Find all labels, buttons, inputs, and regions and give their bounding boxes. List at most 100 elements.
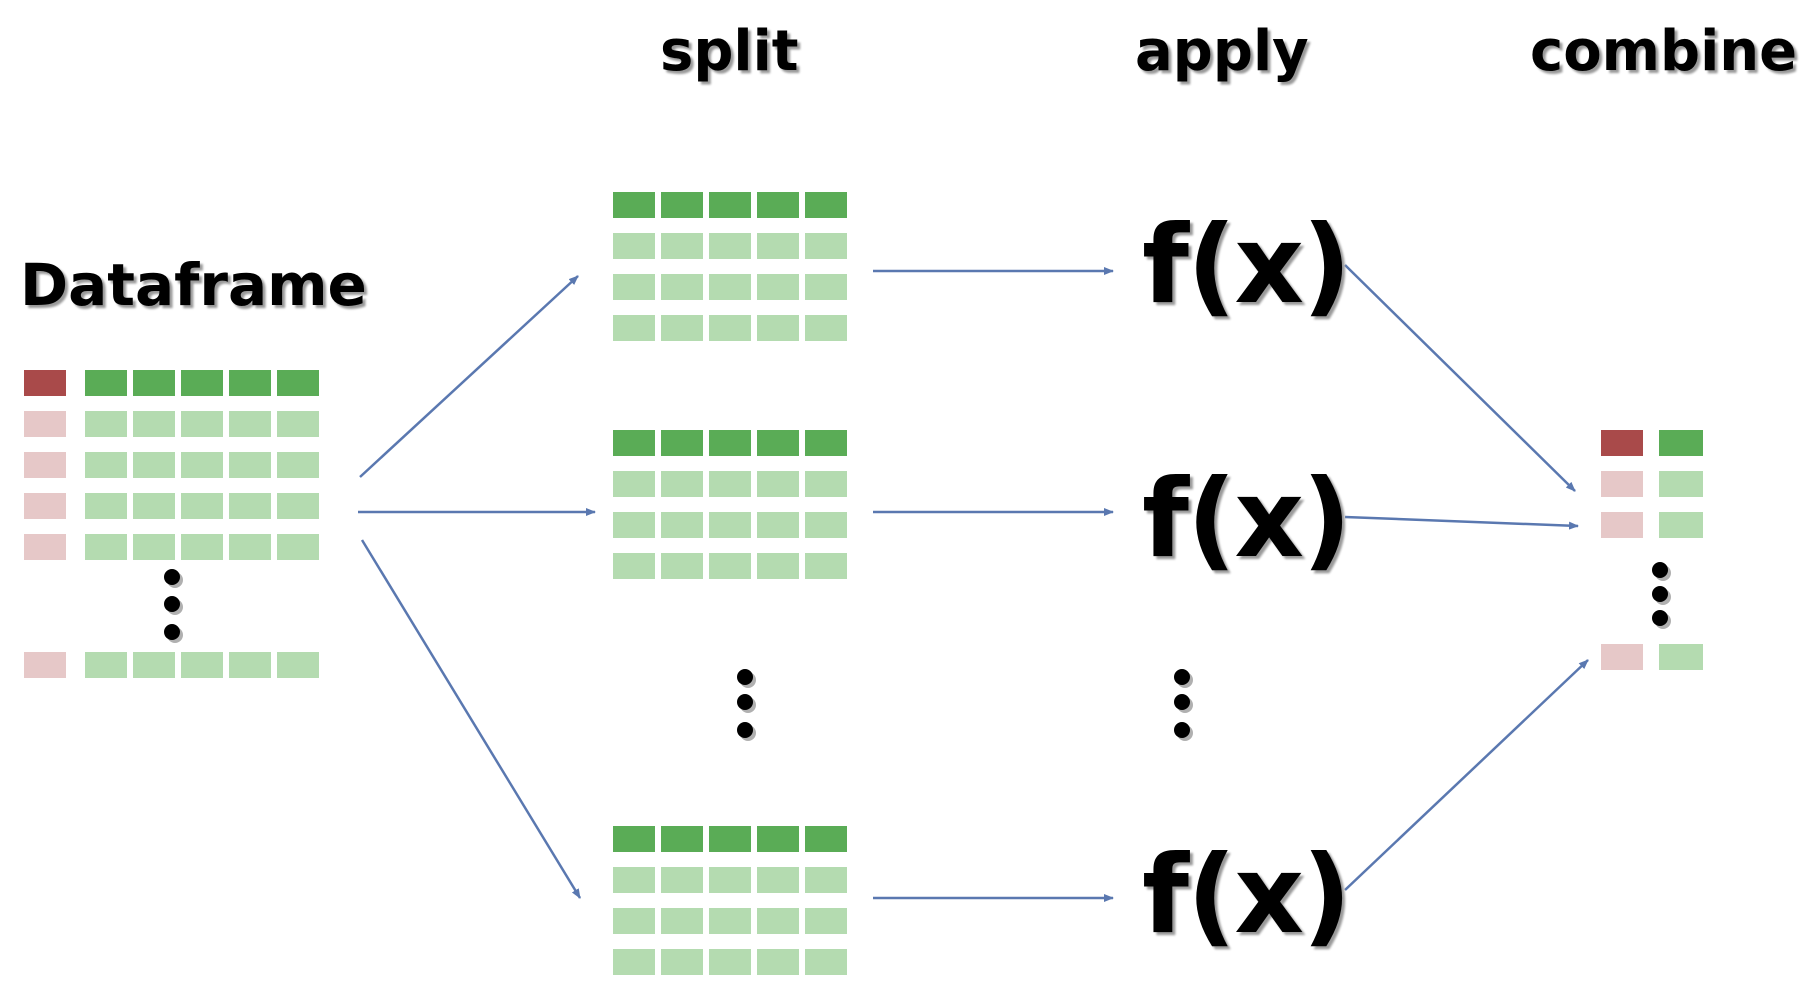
- group-value-cell: [709, 274, 751, 300]
- value-cell: [1659, 644, 1703, 670]
- dataframe-ellipsis: [164, 569, 183, 643]
- group-header-cell: [757, 826, 799, 852]
- value-cell: [1659, 512, 1703, 538]
- group-header-cell: [661, 192, 703, 218]
- group-header-cell: [709, 826, 751, 852]
- split-group-1: [613, 192, 847, 341]
- group-value-cell: [661, 233, 703, 259]
- dot: [1174, 669, 1190, 685]
- group-value-cell: [709, 315, 751, 341]
- group-header-cell: [613, 192, 655, 218]
- split-title: split: [660, 19, 799, 84]
- key-header-cell: [24, 370, 66, 396]
- group-value-cell: [805, 315, 847, 341]
- dot: [1174, 722, 1190, 738]
- value-header-cell: [181, 370, 223, 396]
- dot: [164, 569, 180, 585]
- group-header-cell: [805, 826, 847, 852]
- group-value-cell: [709, 233, 751, 259]
- value-cell: [277, 452, 319, 478]
- value-cell: [181, 411, 223, 437]
- split-arrow-1: [359, 275, 579, 478]
- dot: [737, 722, 753, 738]
- key-cell: [24, 452, 66, 478]
- key-cell: [1601, 644, 1643, 670]
- value-cell: [277, 493, 319, 519]
- value-cell: [1659, 471, 1703, 497]
- group-value-cell: [613, 867, 655, 893]
- group-value-cell: [757, 867, 799, 893]
- key-cell: [24, 411, 66, 437]
- group-value-cell: [805, 233, 847, 259]
- dot: [1652, 586, 1668, 602]
- group-value-cell: [661, 949, 703, 975]
- dataframe-label: Dataframe: [20, 251, 367, 319]
- key-cell: [1601, 471, 1643, 497]
- group-value-cell: [709, 512, 751, 538]
- group-value-cell: [661, 471, 703, 497]
- dot: [1652, 562, 1668, 578]
- value-cell: [85, 411, 127, 437]
- dot: [164, 624, 180, 640]
- group-value-cell: [757, 908, 799, 934]
- dot: [164, 596, 180, 612]
- key-cell: [24, 493, 66, 519]
- key-cell: [24, 652, 66, 678]
- group-header-cell: [709, 430, 751, 456]
- value-cell: [229, 534, 271, 560]
- group-value-cell: [805, 512, 847, 538]
- group-header-cell: [757, 430, 799, 456]
- value-cell: [133, 493, 175, 519]
- value-cell: [181, 452, 223, 478]
- combine-arrow-1: [1344, 264, 1576, 492]
- group-value-cell: [757, 553, 799, 579]
- dot: [737, 669, 753, 685]
- function-label-2: f(x): [1142, 457, 1351, 582]
- group-value-cell: [805, 908, 847, 934]
- group-header-cell: [805, 430, 847, 456]
- group-header-cell: [613, 430, 655, 456]
- value-cell: [181, 534, 223, 560]
- value-cell: [85, 452, 127, 478]
- group-value-cell: [613, 233, 655, 259]
- dot: [1652, 610, 1668, 626]
- group-value-cell: [709, 949, 751, 975]
- function-label-1: f(x): [1142, 203, 1351, 328]
- value-cell: [133, 534, 175, 560]
- group-value-cell: [661, 274, 703, 300]
- group-value-cell: [709, 553, 751, 579]
- group-header-cell: [613, 826, 655, 852]
- value-cell: [229, 493, 271, 519]
- group-header-cell: [709, 192, 751, 218]
- value-cell: [229, 652, 271, 678]
- value-cell: [85, 652, 127, 678]
- group-header-cell: [805, 192, 847, 218]
- group-value-cell: [805, 553, 847, 579]
- key-cell: [1601, 512, 1643, 538]
- value-cell: [85, 493, 127, 519]
- group-value-cell: [661, 867, 703, 893]
- group-header-cell: [661, 826, 703, 852]
- apply-ellipsis: [1174, 669, 1193, 741]
- value-header-cell: [85, 370, 127, 396]
- split-group-3: [613, 826, 847, 975]
- function-label-3: f(x): [1142, 833, 1351, 958]
- value-cell: [85, 534, 127, 560]
- value-cell: [277, 534, 319, 560]
- group-value-cell: [805, 867, 847, 893]
- combine-title: combine: [1530, 19, 1798, 84]
- combine-ellipsis: [1652, 562, 1671, 629]
- dataframe-table: [24, 370, 319, 678]
- group-value-cell: [757, 233, 799, 259]
- dot: [737, 694, 753, 710]
- group-value-cell: [613, 553, 655, 579]
- group-value-cell: [661, 908, 703, 934]
- key-cell: [24, 534, 66, 560]
- value-cell: [133, 411, 175, 437]
- group-value-cell: [709, 867, 751, 893]
- value-cell: [277, 652, 319, 678]
- split-ellipsis: [737, 669, 756, 741]
- group-value-cell: [613, 274, 655, 300]
- value-cell: [229, 452, 271, 478]
